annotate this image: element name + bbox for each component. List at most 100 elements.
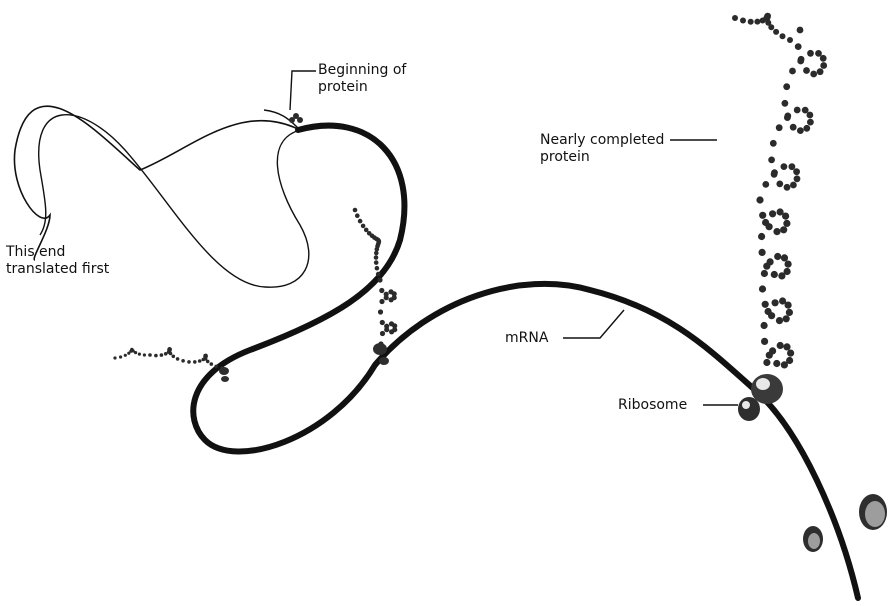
protein-bead (797, 58, 804, 65)
leader-lines (290, 71, 738, 405)
protein-bead (783, 83, 790, 90)
protein-bead (124, 354, 127, 357)
protein-bead (384, 295, 389, 300)
protein-bead (794, 107, 801, 114)
protein-bead (113, 356, 116, 359)
protein-bead (375, 266, 380, 271)
label-mrna: mRNA (505, 330, 548, 347)
protein-bead (784, 114, 791, 121)
protein-bead (803, 67, 810, 74)
protein-bead (762, 301, 769, 308)
protein-bead (760, 18, 766, 24)
protein-bead (783, 343, 790, 350)
protein-bead (761, 338, 768, 345)
protein-bead (774, 253, 781, 260)
protein-bead (815, 50, 822, 57)
protein-bead (768, 312, 775, 319)
mrna-thin-leading-strand (14, 106, 300, 260)
protein-bead (789, 163, 796, 170)
protein-bead (172, 355, 176, 359)
protein-bead (780, 33, 786, 39)
protein-bead (766, 223, 773, 230)
protein-bead (759, 212, 766, 219)
label-beginning-of-protein: Beginning of protein (318, 62, 406, 96)
protein-bead (198, 359, 202, 363)
protein-bead (187, 360, 191, 364)
protein-bead (807, 50, 814, 57)
protein-bead (181, 359, 185, 363)
protein-bead (797, 127, 804, 134)
protein-bead (807, 112, 814, 119)
protein-bead (138, 353, 141, 356)
protein-bead (772, 299, 779, 306)
protein-bead (143, 353, 146, 356)
protein-bead (202, 358, 206, 362)
protein-bead (164, 352, 168, 356)
ribosome-free-2 (803, 526, 823, 552)
label-nearly-completed-protein: Nearly completed protein (540, 132, 664, 166)
protein-bead (389, 297, 394, 302)
label-beginning-of-protein-line-2: protein (318, 79, 406, 96)
protein-bead (761, 322, 768, 329)
protein-bead (778, 272, 785, 279)
protein-bead (780, 226, 787, 233)
protein-bead (374, 255, 379, 260)
protein-bead (795, 43, 802, 50)
protein-bead (353, 208, 358, 213)
protein-bead (784, 184, 791, 191)
label-this-end-line-2: translated first (6, 261, 109, 278)
protein-bead (776, 181, 783, 188)
protein-bead (380, 331, 385, 336)
protein-bead (782, 213, 789, 220)
protein-bead (757, 197, 764, 204)
protein-bead (761, 270, 768, 277)
protein-bead (781, 254, 788, 261)
protein-bead (802, 107, 809, 114)
protein-bead (119, 355, 122, 358)
ribosome-left (219, 367, 229, 382)
protein-bead (379, 288, 384, 293)
protein-bead (820, 62, 827, 69)
protein-bead (790, 124, 797, 131)
label-nearly-completed-line-2: protein (540, 149, 664, 166)
protein-bead (773, 228, 780, 235)
label-mrna-text: mRNA (505, 330, 548, 347)
protein-bead (773, 360, 780, 367)
protein-bead (378, 278, 383, 283)
protein-bead (378, 309, 383, 314)
protein-bead (787, 350, 794, 357)
protein-bead (793, 168, 800, 175)
protein-bead (358, 219, 363, 224)
protein-bead (759, 249, 766, 256)
label-this-end-line-1: This end (6, 244, 109, 261)
protein-bead (361, 224, 366, 229)
protein-bead (794, 175, 801, 182)
leader-mrna (563, 310, 624, 338)
protein-chain-nearly-completed (732, 13, 827, 382)
protein-bead (374, 260, 379, 265)
protein-bead (769, 210, 776, 217)
protein-bead (783, 315, 790, 322)
protein-bead (754, 19, 760, 25)
protein-bead (787, 37, 793, 43)
label-nearly-completed-line-1: Nearly completed (540, 132, 664, 149)
protein-bead (776, 317, 783, 324)
protein-bead (355, 213, 360, 218)
protein-chain-left (113, 347, 223, 370)
protein-bead (160, 353, 164, 357)
protein-bead (384, 327, 389, 332)
protein-bead (777, 342, 784, 349)
protein-bead (768, 157, 775, 164)
protein-bead (379, 299, 384, 304)
protein-bead (364, 228, 369, 233)
protein-bead (785, 261, 792, 268)
protein-bead (748, 19, 754, 25)
protein-bead (817, 68, 824, 75)
protein-bead (193, 360, 197, 364)
protein-chain-beginning (289, 113, 303, 123)
protein-bead (759, 285, 766, 292)
protein-bead (732, 15, 738, 21)
protein-bead (810, 71, 817, 78)
protein-bead (176, 357, 180, 361)
